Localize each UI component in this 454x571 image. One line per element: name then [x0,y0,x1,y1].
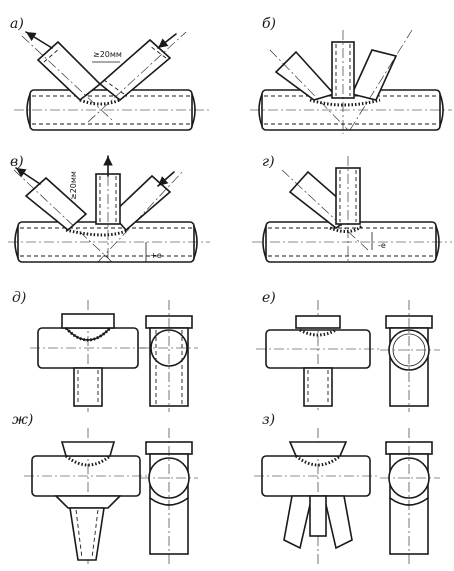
top-plate [295,315,341,329]
bottom-brace [69,507,105,561]
figure-b-label: б) [262,16,276,32]
gap-note: ≥20мм [69,171,78,200]
brace-right [87,31,187,123]
figure-a: а) ≥20мм [10,16,210,131]
figure-zh-label: ж) [12,412,33,428]
bottom-brace [303,367,333,407]
eccentricity-note: -e [378,241,386,250]
figure-b: б) [250,16,452,134]
bottom-brace [73,367,103,407]
figure-a-label: а) [10,16,24,32]
figure-z: з) [254,412,440,564]
bottom-gusset [54,495,122,509]
brace-vertical [95,158,121,266]
top-plate [288,441,348,457]
bottom-brace-mid [309,495,327,537]
figure-d: д) [12,290,198,412]
figure-e-label: е) [262,290,276,306]
eccentricity-note: +e [150,251,162,260]
bottom-brace-right [322,495,353,550]
bottom-brace-left [283,495,314,550]
figure-e: е) [256,290,440,412]
chord-section [150,329,188,367]
figure-v: в) ≥20мм +e [8,154,210,266]
brace-right [349,29,413,131]
top-plate [60,441,116,457]
figure-v-label: в) [10,154,24,170]
brace-vertical [335,156,361,264]
figure-z-label: з) [262,412,275,428]
figure-g: г) -e [252,154,452,264]
gap-note: ≥20мм [93,50,122,59]
top-plate [61,313,115,329]
brace-vertical [331,30,355,134]
figure-g-label: г) [262,154,275,170]
figure-zh: ж) [12,412,198,564]
figure-d-label: д) [12,290,26,306]
